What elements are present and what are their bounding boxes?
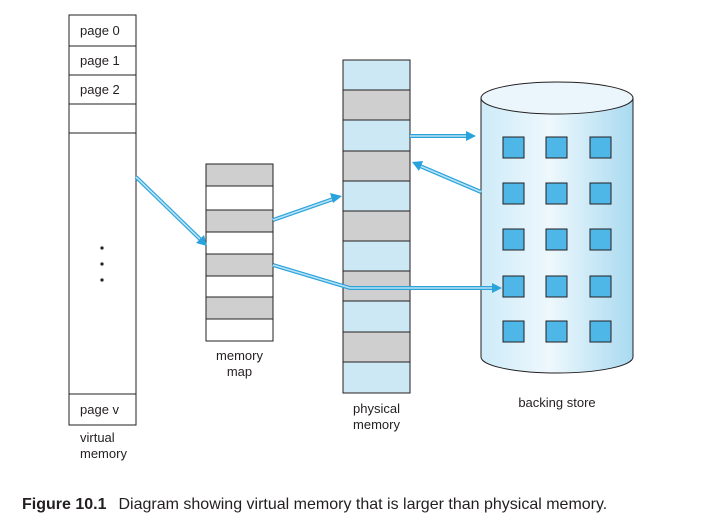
- map-entry-block: [205, 296, 274, 320]
- figure-caption: Figure 10.1 Diagram showing virtual memor…: [22, 496, 607, 514]
- storage-slot: [545, 228, 568, 251]
- frame-block: [342, 331, 411, 363]
- storage-slot: [545, 320, 568, 343]
- storage-slots: [502, 136, 612, 343]
- storage-slot: [545, 136, 568, 159]
- figure-caption-text: Diagram showing virtual memory that is l…: [118, 496, 608, 513]
- storage-slot: [589, 182, 612, 205]
- physical-memory-label-line1: physical: [353, 401, 400, 416]
- storage-slot: [502, 228, 525, 251]
- virtual-page-v: page v: [80, 402, 120, 417]
- virtual-memory-label-line2: memory: [80, 446, 127, 461]
- storage-slot: [502, 275, 525, 298]
- arrow-physical-to-backing-store: [410, 131, 476, 141]
- virtual-memory-label-line1: virtual: [80, 430, 115, 445]
- virtual-page-0: page 0: [80, 23, 120, 38]
- arrow-virtual-to-map: [134, 175, 207, 246]
- virtual-memory: page 0 page 1 page 2 page v: [68, 14, 137, 426]
- frame-block: [342, 210, 411, 242]
- virtual-page-2: page 2: [80, 82, 120, 97]
- arrow-map-to-backing-store: [272, 263, 502, 293]
- map-entry-block: [205, 209, 274, 233]
- figure-number: Figure 10.1: [22, 496, 107, 513]
- arrow-backing-store-to-physical: [412, 161, 482, 194]
- storage-slot: [589, 320, 612, 343]
- map-entry-block: [205, 253, 274, 277]
- storage-slot: [589, 275, 612, 298]
- memory-map-label-line1: memory: [216, 348, 263, 363]
- ellipsis-dots: [100, 246, 104, 282]
- storage-slot: [545, 275, 568, 298]
- frame-block: [342, 89, 411, 121]
- virtual-page-1: page 1: [80, 53, 120, 68]
- memory-map-label: memory map: [199, 348, 280, 380]
- virtual-memory-label: virtual memory: [69, 430, 136, 462]
- storage-slot: [502, 320, 525, 343]
- storage-slot: [545, 182, 568, 205]
- backing-store-cylinder: [480, 81, 634, 374]
- memory-map: [205, 163, 274, 342]
- backing-store-label: backing store: [518, 395, 596, 410]
- physical-memory-label: physical memory: [331, 401, 422, 433]
- map-entry-block: [205, 163, 274, 187]
- storage-slot: [502, 182, 525, 205]
- arrow-map-to-physical: [272, 193, 342, 222]
- physical-memory-label-line2: memory: [353, 417, 400, 432]
- arrows: [134, 131, 502, 293]
- physical-memory: [342, 59, 411, 394]
- storage-slot: [502, 136, 525, 159]
- storage-slot: [589, 136, 612, 159]
- frame-block: [342, 150, 411, 182]
- memory-map-label-line2: map: [226, 364, 253, 379]
- storage-slot: [589, 228, 612, 251]
